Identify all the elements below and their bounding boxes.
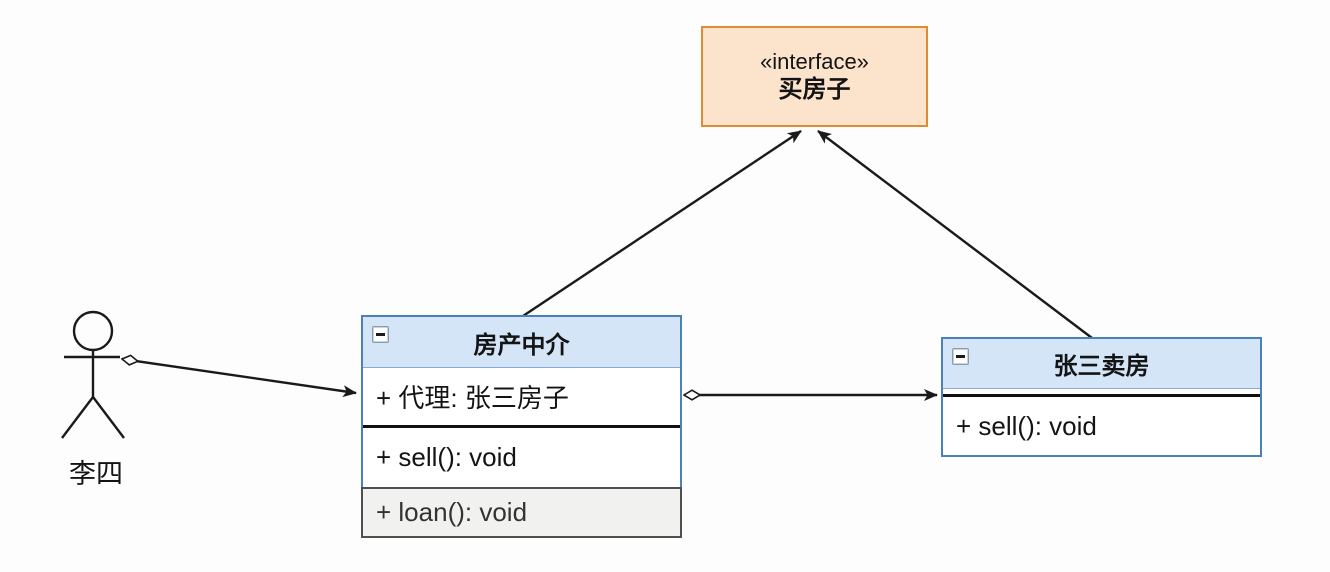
minus-icon bbox=[956, 355, 965, 358]
edge-seller-to-interface[interactable] bbox=[817, 130, 1093, 339]
actor-leg-right bbox=[92, 396, 125, 439]
actor-label: 李四 bbox=[69, 459, 123, 489]
agent-class-header: 房产中介 bbox=[363, 317, 680, 368]
collapse-icon[interactable] bbox=[372, 326, 389, 343]
edge-agent-to-interface[interactable] bbox=[522, 130, 802, 317]
attribute-method-divider bbox=[943, 394, 1260, 397]
actor-figure[interactable] bbox=[61, 310, 125, 439]
collapse-icon[interactable] bbox=[952, 348, 969, 365]
actor-leg-left bbox=[61, 396, 94, 439]
agent-method-sell-row[interactable]: + sell(): void bbox=[363, 428, 680, 487]
class-node-seller[interactable]: 张三卖房 + sell(): void bbox=[941, 337, 1262, 457]
attribute-method-divider bbox=[363, 425, 680, 428]
interface-stereotype: «interface» bbox=[760, 48, 869, 74]
seller-empty-attribute-section bbox=[943, 389, 1260, 394]
seller-class-header: 张三卖房 bbox=[943, 339, 1260, 389]
seller-method-sell-row[interactable]: + sell(): void bbox=[943, 397, 1260, 455]
minus-icon bbox=[376, 333, 385, 336]
interface-node-buy-house[interactable]: «interface» 买房子 bbox=[701, 26, 928, 127]
class-node-agent[interactable]: 房产中介 + 代理: 张三房子 + sell(): void bbox=[361, 315, 682, 489]
edge-actor-to-agent[interactable] bbox=[122, 359, 356, 393]
agent-method-loan-row[interactable]: + loan(): void bbox=[361, 487, 682, 538]
actor-head bbox=[72, 310, 114, 352]
agent-attribute-row[interactable]: + 代理: 张三房子 bbox=[363, 368, 680, 425]
interface-name: 买房子 bbox=[778, 76, 851, 104]
seller-class-title: 张三卖房 bbox=[1053, 353, 1150, 380]
agent-class-title: 房产中介 bbox=[473, 331, 570, 359]
